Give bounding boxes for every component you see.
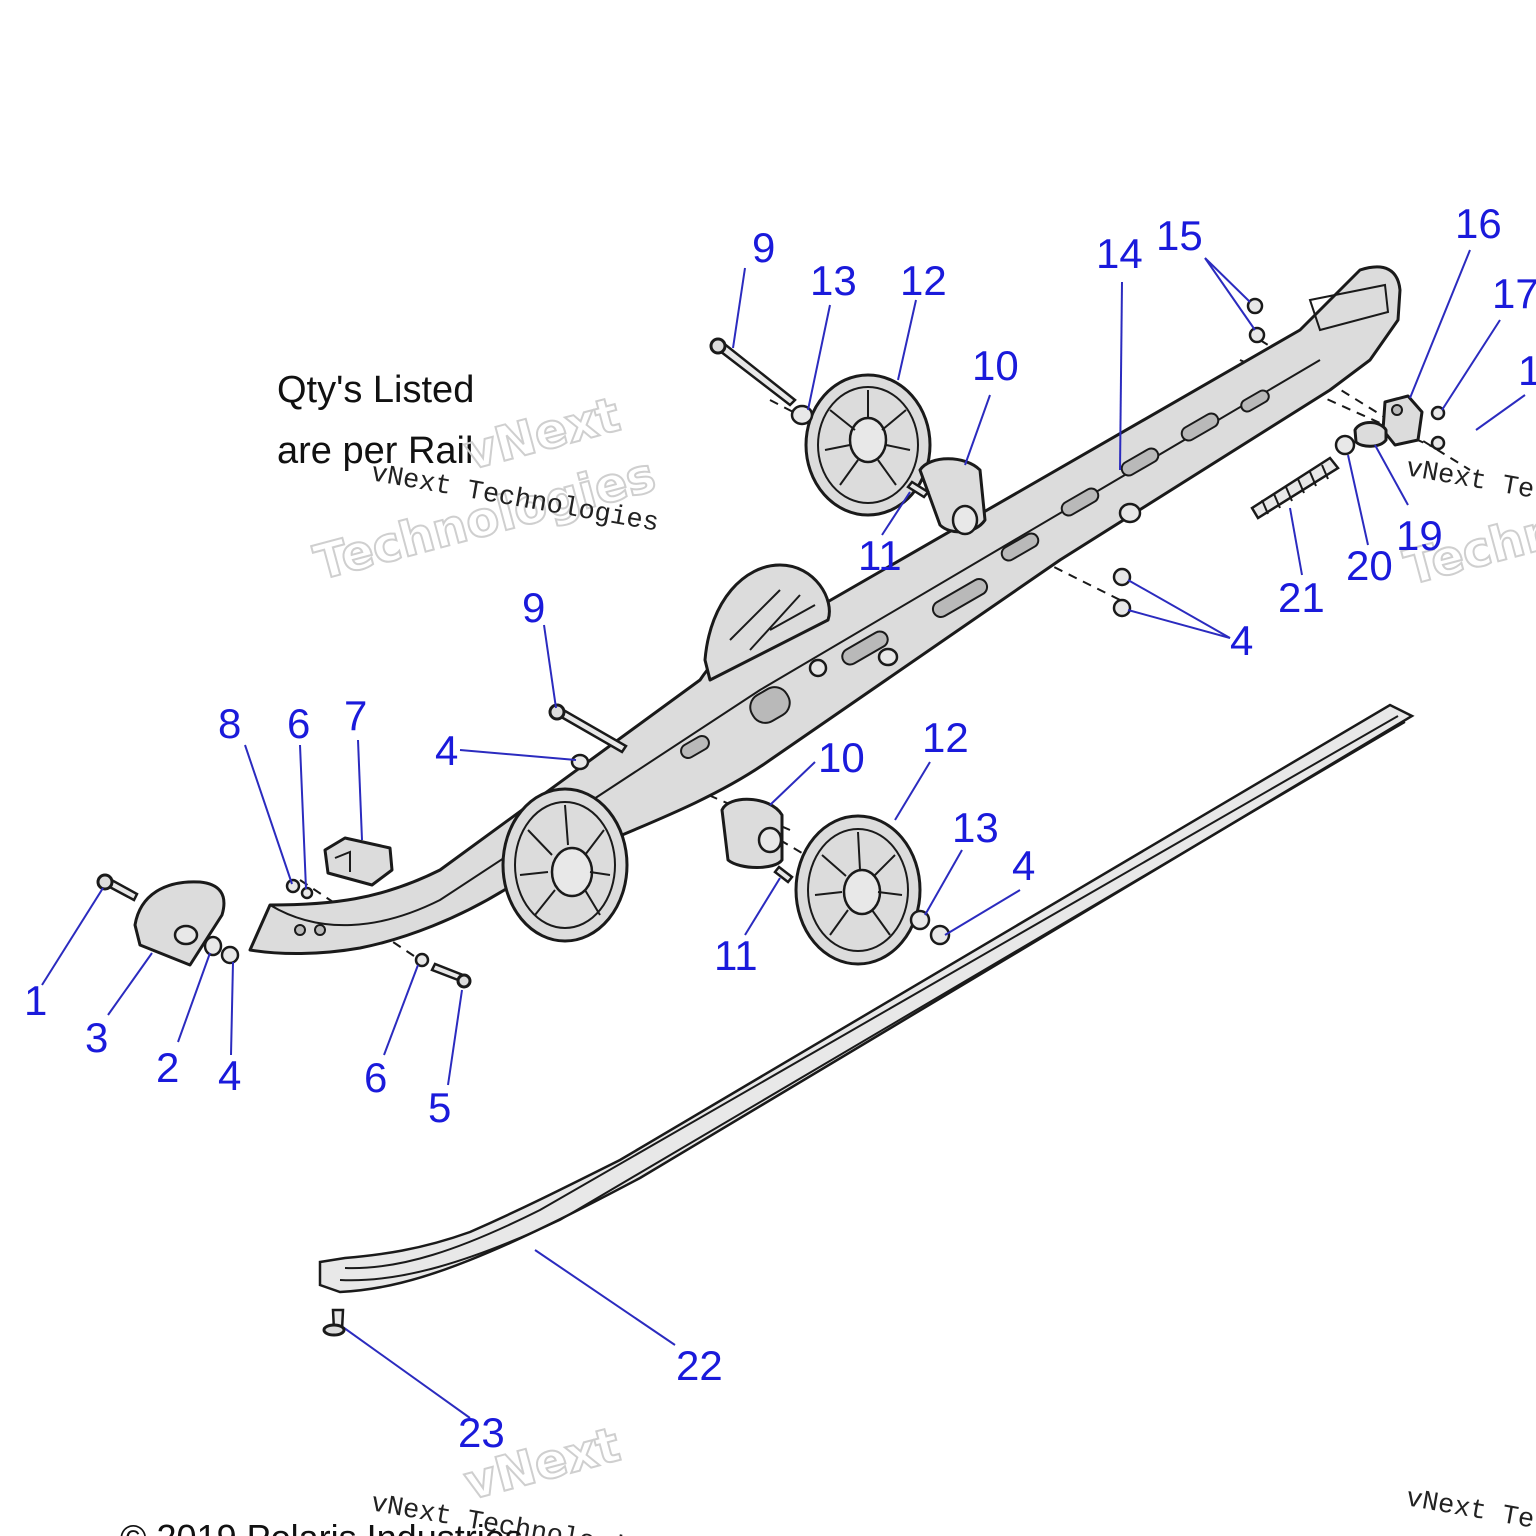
callout-23: 23 — [458, 1409, 505, 1456]
callout-13-b: 13 — [952, 804, 999, 851]
callout-9-b: 9 — [522, 584, 545, 631]
callout-6-a: 6 — [364, 1054, 387, 1101]
idler-wheel-front — [501, 787, 629, 943]
callout-12-b: 12 — [922, 714, 969, 761]
callout-7: 7 — [344, 692, 367, 739]
wear-strip — [318, 703, 1415, 1294]
callout-1: 1 — [24, 977, 47, 1024]
nuts-washers — [203, 297, 1446, 968]
wear-block — [323, 836, 394, 887]
callout-4-d: 4 — [1012, 842, 1035, 889]
callout-10-a: 10 — [972, 342, 1019, 389]
callout-4-c: 4 — [1230, 617, 1253, 664]
callout-17: 17 — [1492, 270, 1536, 317]
wear-strip-screw — [322, 1308, 346, 1337]
callout-18: 18 — [1518, 347, 1536, 394]
callout-10-b: 10 — [818, 734, 865, 781]
idler-wheel-middle — [703, 563, 831, 682]
watermark-caption-bottom-right: vNext Te — [1403, 1484, 1536, 1536]
callout-16: 16 — [1455, 200, 1502, 247]
callout-22: 22 — [676, 1342, 723, 1389]
callout-20: 20 — [1346, 542, 1393, 589]
rail-slots — [294, 389, 1270, 936]
axle-spacer-lower — [720, 797, 784, 869]
leader-lines — [41, 249, 1526, 1419]
note-line-2: are per Rail — [277, 430, 473, 472]
rear-bracket — [1381, 394, 1424, 447]
adjuster-spring — [1250, 456, 1340, 520]
front-bumper — [133, 880, 226, 967]
callout-11-b: 11 — [714, 932, 758, 979]
callout-13-a: 13 — [810, 257, 857, 304]
axle-spacer-upper — [918, 457, 987, 536]
callout-19: 19 — [1396, 512, 1443, 559]
callout-15: 15 — [1156, 212, 1203, 259]
callout-6-b: 6 — [287, 700, 310, 747]
callout-11-a: 11 — [858, 532, 902, 579]
copyright-footer: © 2019 Polaris Industries — [120, 1517, 523, 1536]
callout-8: 8 — [218, 700, 241, 747]
callout-5: 5 — [428, 1084, 451, 1131]
idler-wheel-rear — [794, 814, 922, 966]
idler-wheel-upper — [804, 373, 932, 517]
callout-3: 3 — [85, 1014, 108, 1061]
callout-21: 21 — [1278, 574, 1325, 621]
spring-cup — [1334, 421, 1388, 456]
callout-12-a: 12 — [900, 257, 947, 304]
callout-4-b: 4 — [435, 727, 458, 774]
callout-9-a: 9 — [752, 224, 775, 271]
note-line-1: Qty's Listed — [277, 369, 474, 411]
watermark-caption-right: vNext Te — [1403, 454, 1536, 506]
callout-4-a: 4 — [218, 1052, 241, 1099]
bolts — [96, 337, 930, 989]
callout-2: 2 — [156, 1044, 179, 1091]
callouts: 1 3 2 4 6 5 8 6 7 4 9 9 13 12 10 11 14 1… — [24, 200, 1536, 1456]
callout-14: 14 — [1096, 230, 1143, 277]
